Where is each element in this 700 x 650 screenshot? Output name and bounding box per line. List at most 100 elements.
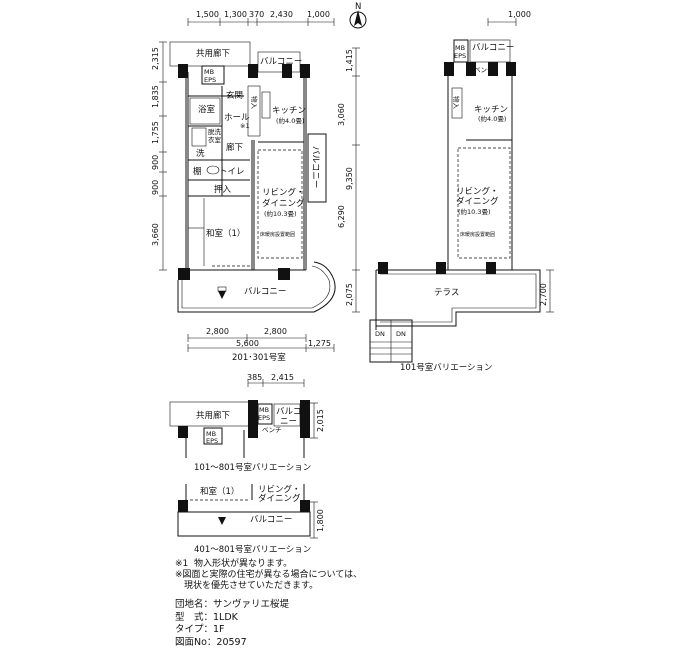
dim-top-0: 1,500 [196,10,219,19]
dim-bottom-1: 2,800 [264,327,287,336]
dim-top-4: 1,000 [307,10,330,19]
room-toilet: トイレ [219,167,245,177]
room-entrance: 玄関 [226,90,243,101]
dim-101-right: 2,700 [539,283,548,306]
var1-bench: ベンチ [262,426,282,434]
dim-var1-top-1: 2,415 [271,373,294,382]
room-101-living-1: リビング・ [456,186,499,197]
note-line: ※図面と実際の住宅が異なる場合については、 [175,570,363,580]
caption-101: 101号室バリエーション [400,362,493,373]
dim-var1-right: 2,015 [316,409,325,432]
caption-201-301: 201･301号室 [232,352,286,363]
room-washroom1: 脱洗 [208,127,222,136]
plan-variation-1: 385 2,415 共用廊下 MB EPS バルコ ニー ベンチ MB EPS … [169,373,325,473]
var1-eps: EPS [258,414,270,422]
room-101-storage: 物入 [452,96,461,110]
dim-left-2: 1,755 [151,121,160,144]
room-living-size: (約10.3畳) [264,209,297,218]
room-living-2: ダイニング [262,198,305,209]
dim-right-3: 6,290 [337,205,346,228]
room-101-living-2: ダイニング [456,196,499,207]
plan-variation-2: 和室（1） リビング・ ダイニング バルコニー 1,800 401～801号室バ… [177,484,325,555]
var1-mb2: MB [206,430,216,438]
info-row-floor: タイプ：1F [175,624,225,635]
dim-top-1: 1,300 [224,10,247,19]
dim-var2-right: 1,800 [316,509,325,532]
plan-201-301: 共用廊下 MB EPS バルコニー 玄関 浴室 ホール ※1 物入 脱洗 衣室 … [169,41,336,313]
room-kitchen: キッチン [272,106,306,116]
room-101-eps: EPS [454,52,466,60]
var1-eps2: EPS [206,437,218,445]
caption-var2: 401～801号室バリエーション [194,544,311,555]
room-floor-heat: 床暖房設置範囲 [260,231,295,238]
var2-living-2: ダイニング [258,493,301,504]
room-bath: 浴室 [198,104,216,115]
notes: ※1 物入形状が異なります。 ※図面と実際の住宅が異なる場合については、 現状を… [175,559,362,592]
room-hall: ホール [224,113,250,123]
dim-left-0: 2,315 [151,47,160,70]
room-101-kitchen-size: (約4.0畳) [478,114,506,123]
room-eps: EPS [204,76,216,84]
dim-left-1: 1,835 [151,85,160,108]
room-101-balcony: バルコニー [472,43,514,53]
dim-bottom-0: 2,800 [206,327,229,336]
info-row-type: 型 式：1LDK [175,611,238,623]
plan-101-variation: 1,000 MB EPS バルコニー ベンチ 物入 キッチン (約4.0畳) リ… [369,10,554,373]
room-balcony: バルコニー [244,287,286,297]
var1-balcony: バルコ [276,407,301,417]
room-living-1: リビング・ [262,187,305,198]
room-101-floor-heat: 床暖房設置範囲 [460,231,495,238]
room-101-living-size: (約10.3畳) [458,207,491,216]
info-row-drawing-no: 図面No：20597 [175,636,247,648]
room-shelf: 棚 [193,166,202,177]
var1-corridor: 共用廊下 [196,410,231,421]
var2-balcony: バルコニー [250,515,292,525]
dim-left-3: 900 [151,155,160,170]
var2-aircon-icon [218,517,226,525]
var2-living-1: リビング・ [258,484,301,495]
dim-bottom-2: 5,600 [236,339,259,348]
room-101-bench: ベンチ [474,66,494,74]
var2-japanese: 和室（1） [200,486,239,497]
dim-right-0: 1,415 [345,49,354,72]
var1-balcony2: ニー [280,417,297,427]
dim-right-4: 2,075 [345,283,354,306]
property-info: 団地名：サンヴァリエ桜堤 型 式：1LDK タイプ：1F 図面No：20597 [175,599,289,649]
right-dimensions: 1,415 3,060 9,350 6,290 2,075 [337,47,360,313]
dim-top-3: 2,430 [270,10,293,19]
aircon-icon [218,291,226,299]
top-dimensions: 1,500 1,300 370 2,430 1,000 [187,10,335,26]
dim-var1-top-0: 385 [247,373,262,382]
room-kitchen-size: (約4.0畳) [276,116,304,125]
room-mb: MB [204,68,214,76]
room-101-mb: MB [455,44,465,52]
svg-text:N: N [355,2,361,12]
dim-top-2: 370 [249,10,264,19]
north-arrow-icon: N [349,2,367,29]
room-wash: 洗 [196,148,205,159]
caption-var1: 101～801号室バリエーション [194,462,311,473]
room-terrace: テラス [434,288,459,298]
note-line: 現状を優先させていただきます。 [175,581,319,591]
room-japanese: 和室（1） [206,228,245,239]
left-dimensions: 2,315 1,835 1,755 900 900 3,660 [151,41,167,271]
room-balcony-small: バルコニー [260,57,302,67]
room-101-kitchen: キッチン [474,105,508,115]
dim-left-4: 900 [151,180,160,195]
room-corridor2: 廊下 [226,142,244,153]
dim-101-top: 1,000 [508,10,531,19]
info-row-name: 団地名：サンヴァリエ桜堤 [175,599,290,610]
dim-right-1: 3,060 [337,103,346,126]
dim-left-5: 3,660 [151,223,160,246]
dim-right-2: 9,350 [345,167,354,190]
room-star: ※1 [240,122,250,130]
dim-bottom-3: 1,275 [308,339,331,348]
room-dn-1: DN [375,330,385,338]
room-balcony-side: バルコニー [310,146,320,188]
room-corridor: 共用廊下 [196,48,231,59]
note-line: ※1 物入形状が異なります。 [175,559,293,569]
bottom-dimensions: 2,800 2,800 5,600 1,275 201･301号室 [187,327,335,363]
room-closet: 押入 [214,184,232,195]
room-storage: 物入 [250,96,259,110]
